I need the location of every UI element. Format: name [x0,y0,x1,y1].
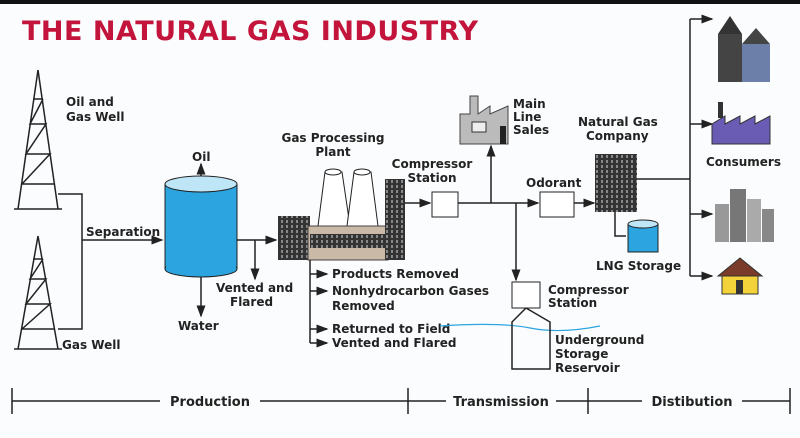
label-nonhydrocarbon-gases: Nonhydrocarbon Gases [332,284,489,298]
label-lng-storage: LNG Storage [596,259,681,273]
consumer-industry-icon [711,102,771,145]
phase-distribution: Distibution [651,395,732,410]
label-returned-to-field: Returned to Field [332,322,450,336]
phase-production: Production [170,395,250,410]
label-separation: Separation [86,225,160,239]
phase-timeline: Production Transmission Distibution [11,388,791,414]
gas-processing-plant-icon [278,168,405,261]
underground-reservoir-icon [511,307,551,370]
odorant-box [539,191,575,218]
compressor-station-2-box [511,281,541,309]
label-nonhydrocarbon-removed: Removed [332,299,395,313]
lng-storage-tank-icon [627,219,659,253]
separator-tank-icon [164,175,238,278]
label-vented-flared-2: Vented and Flared [332,336,456,350]
label-water: Water [178,319,219,333]
consumer-commercial-buildings-icon [715,189,774,242]
phase-transmission: Transmission [453,395,549,410]
consumer-house-icon [716,257,764,295]
label-oil: Oil [192,150,210,164]
consumer-homes-icon [718,16,770,82]
oil-gas-well-derrick-icon [14,69,62,210]
label-consumers: Consumers [706,155,781,169]
natural-gas-company-building-icon [595,154,637,212]
ground-line [439,323,601,332]
gas-well-derrick-icon [14,235,62,350]
main-line-sales-factory-icon [459,95,509,145]
label-gas-well: Gas Well [62,338,120,352]
compressor-station-box [431,191,459,218]
diagram-title: THE NATURAL GAS INDUSTRY [22,16,479,47]
plant-output-arrows [310,269,329,348]
label-odorant: Odorant [526,176,582,190]
label-products-removed: Products Removed [332,267,459,281]
